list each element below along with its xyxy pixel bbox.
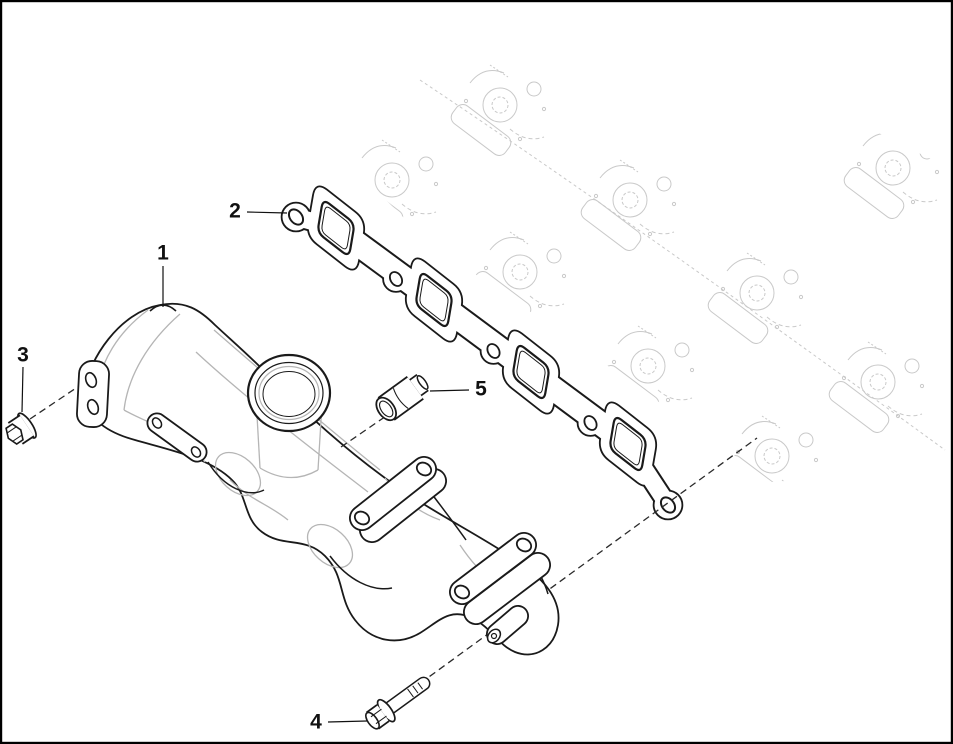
callout-label-3: 3	[17, 344, 29, 367]
hex-flange-bolt	[365, 676, 431, 730]
manifold-gasket	[280, 185, 684, 521]
callout-leader-4	[327, 720, 368, 723]
callout-leader-3	[21, 366, 24, 413]
flange-ear-hole	[84, 371, 98, 389]
manifold-strap-middle	[349, 456, 447, 543]
callout-label-5: 5	[475, 378, 487, 401]
callout-leader-5	[429, 389, 470, 392]
manifold-body	[83, 302, 560, 656]
callout-leader-2	[246, 211, 288, 214]
assembly-axis-main	[410, 437, 758, 691]
manifold-strap-right	[449, 532, 551, 625]
threaded-plug	[375, 373, 429, 422]
manifold-flange-ear	[76, 360, 110, 428]
callouts: 1 2 3 4 5	[17, 200, 487, 734]
callout-label-4: 4	[310, 711, 322, 734]
manifold-boss	[486, 605, 529, 645]
callout-label-2: 2	[229, 200, 241, 223]
hex-flange-nut	[5, 412, 37, 446]
intake-manifold	[76, 302, 560, 656]
callout-label-1: 1	[157, 242, 169, 265]
throttle-flange-ring	[246, 353, 332, 433]
manifold-lug-left	[146, 412, 208, 463]
flange-ear-hole	[86, 398, 100, 416]
